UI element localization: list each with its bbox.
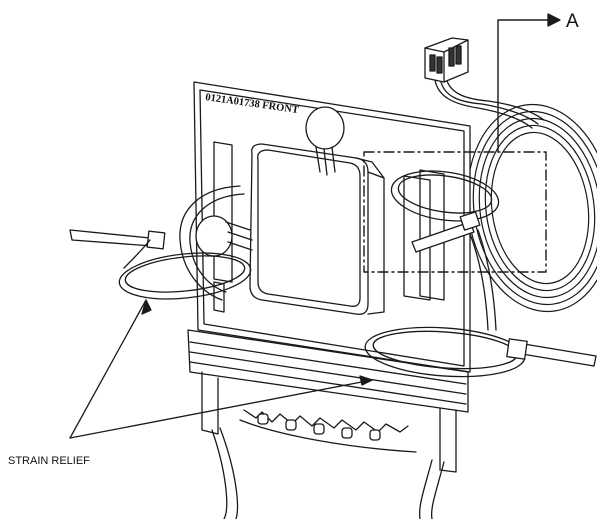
detail-callout-a [363,13,561,273]
wire-loop-left [179,185,245,301]
strain-relief-label: STRAIN RELIEF [8,455,90,467]
strain-relief-leaders [69,299,373,439]
lead-wires [434,79,545,129]
lower-bracket [187,329,469,473]
cable-tie-right-upper [390,170,500,331]
cable-tie-left [69,229,252,300]
mounting-fork [211,409,445,519]
thermistor-disc-upper [305,106,345,176]
callout-label-a: A [566,11,579,32]
sensor-housing [249,143,385,315]
connector [424,37,469,83]
wire-coil [466,103,597,313]
cable-tie-right-lower [364,326,597,378]
